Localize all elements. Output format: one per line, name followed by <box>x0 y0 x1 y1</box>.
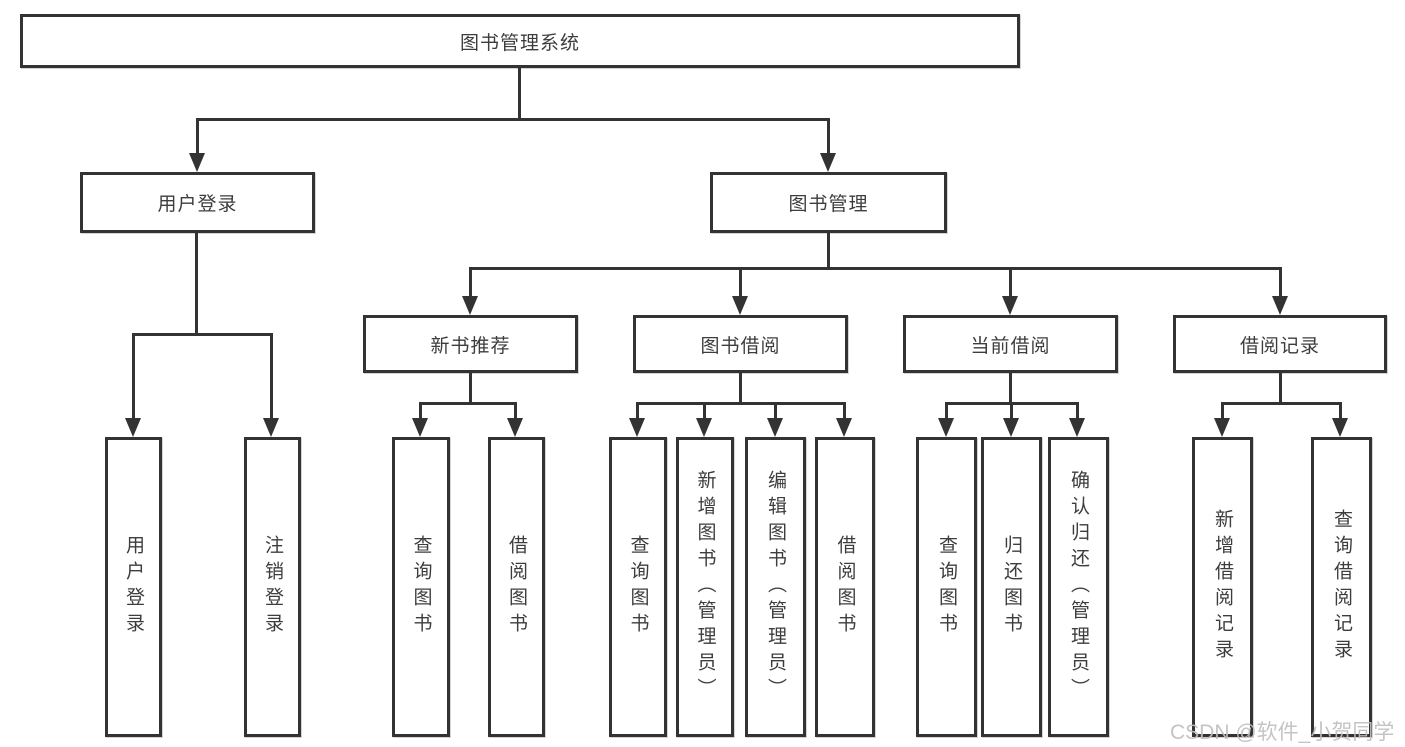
arrow-down-icon <box>1214 418 1230 437</box>
arrow-down-icon <box>189 153 205 172</box>
node-label: 图书借阅 <box>700 335 781 357</box>
arrow-down-icon <box>263 418 279 437</box>
arrow-down-icon <box>836 418 852 437</box>
connector-line <box>1339 402 1342 420</box>
node-label: 图书管理 <box>788 194 869 215</box>
arrow-down-icon <box>820 153 836 172</box>
csdn-watermark: CSDN @软件_小贺同学 <box>1170 721 1395 744</box>
connector-line <box>196 118 830 121</box>
connector-line <box>1279 373 1282 404</box>
node-label: 借阅图书 <box>506 535 527 639</box>
connector-line <box>469 267 472 297</box>
arrow-down-icon <box>1332 418 1348 437</box>
connector-line <box>774 402 777 420</box>
arrow-down-icon <box>462 296 478 315</box>
arrow-down-icon <box>1003 418 1019 437</box>
leaf-add-borrow-record: 新增借阅记录 <box>1192 437 1253 737</box>
node-label: 借阅图书 <box>834 535 856 639</box>
node-label: 用户登录 <box>123 535 144 639</box>
connector-line <box>1009 267 1012 297</box>
connector-line <box>195 233 198 336</box>
node-label: 注销登录 <box>262 535 283 639</box>
node-label: 查询图书 <box>627 535 649 639</box>
arrow-down-icon <box>1002 296 1018 315</box>
connector-line <box>514 402 517 420</box>
leaf-return-books: 归还图书 <box>981 437 1042 737</box>
connector-line <box>469 373 472 404</box>
connector-line <box>636 402 846 405</box>
connector-line <box>843 402 846 420</box>
node-label: 编辑图书（管理员） <box>765 470 786 704</box>
connector-line <box>739 267 742 297</box>
connector-line <box>1221 402 1342 405</box>
node-label: 新增图书（管理员） <box>694 470 716 704</box>
connector-line <box>945 402 948 420</box>
arrow-down-icon <box>1069 418 1085 437</box>
arrow-down-icon <box>767 418 783 437</box>
leaf-borrow-books-borrowing: 借阅图书 <box>815 437 875 737</box>
leaf-query-books-current: 查询图书 <box>916 437 977 737</box>
arrow-down-icon <box>507 418 523 437</box>
arrow-down-icon <box>412 418 428 437</box>
node-label: 查询图书 <box>410 535 432 639</box>
arrow-down-icon <box>732 296 748 315</box>
leaf-query-books-borrowing: 查询图书 <box>609 437 667 737</box>
connector-line <box>1279 267 1282 297</box>
arrow-down-icon <box>629 418 645 437</box>
connector-line <box>469 267 1282 270</box>
leaf-query-borrow-record: 查询借阅记录 <box>1311 437 1372 737</box>
leaf-query-books-recommend: 查询图书 <box>392 437 450 737</box>
connector-line <box>518 68 521 121</box>
connector-line <box>419 402 517 405</box>
connector-line <box>636 402 639 420</box>
leaf-logout: 注销登录 <box>244 437 301 737</box>
node-book-management: 图书管理 <box>710 172 947 233</box>
node-label: 查询借阅记录 <box>1331 509 1352 665</box>
arrow-down-icon <box>1272 296 1288 315</box>
node-label: 新增借阅记录 <box>1212 509 1233 665</box>
node-borrowing-records: 借阅记录 <box>1173 315 1387 373</box>
leaf-edit-books-admin: 编辑图书（管理员） <box>745 437 806 737</box>
connector-line <box>739 373 742 404</box>
node-label: 借阅记录 <box>1239 335 1320 357</box>
connector-line <box>827 233 830 270</box>
connector-line <box>132 333 135 420</box>
arrow-down-icon <box>696 418 712 437</box>
connector-line <box>419 402 422 420</box>
leaf-user-login: 用户登录 <box>105 437 162 737</box>
leaf-confirm-return-admin: 确认归还（管理员） <box>1048 437 1109 737</box>
node-label: 用户登录 <box>157 194 238 215</box>
connector-line <box>1076 402 1079 420</box>
node-label: 确认归还（管理员） <box>1068 470 1089 704</box>
leaf-add-books-admin: 新增图书（管理员） <box>676 437 734 737</box>
connector-line <box>196 118 199 154</box>
node-new-book-recommendation: 新书推荐 <box>363 315 578 373</box>
node-library-management-system: 图书管理系统 <box>20 14 1020 68</box>
leaf-borrow-books-recommend: 借阅图书 <box>488 437 545 737</box>
node-current-borrowing: 当前借阅 <box>903 315 1118 373</box>
connector-line <box>827 118 830 154</box>
connector-line <box>1010 402 1013 420</box>
arrow-down-icon <box>125 418 141 437</box>
node-label: 归还图书 <box>1001 535 1022 639</box>
arrow-down-icon <box>938 418 954 437</box>
node-label: 查询图书 <box>936 535 957 639</box>
node-label: 当前借阅 <box>970 335 1051 357</box>
connector-line <box>270 333 273 420</box>
node-book-borrowing: 图书借阅 <box>633 315 848 373</box>
connector-line <box>703 402 706 420</box>
connector-line <box>132 333 273 336</box>
connector-line <box>1221 402 1224 420</box>
node-label: 图书管理系统 <box>459 32 580 54</box>
connector-line <box>1009 373 1012 404</box>
node-user-login: 用户登录 <box>80 172 315 233</box>
node-label: 新书推荐 <box>430 335 511 357</box>
